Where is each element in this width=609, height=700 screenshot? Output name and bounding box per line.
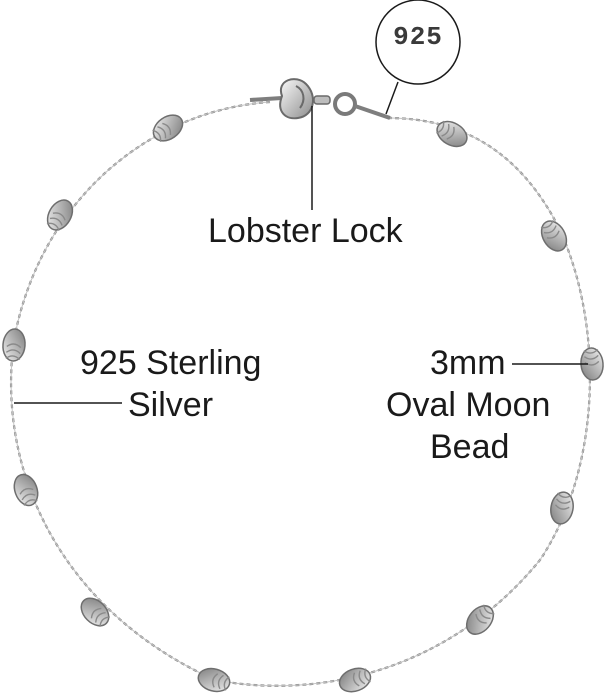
bead-label-line3: Bead <box>430 428 510 466</box>
oval-moon-bead <box>197 667 231 693</box>
oval-moon-bead <box>550 491 574 525</box>
sterling-silver-label-line2: Silver <box>128 386 214 424</box>
bead-label-line2: Oval Moon <box>386 386 551 424</box>
oval-moon-bead <box>80 597 110 627</box>
oval-moon-bead <box>540 220 568 252</box>
stamp-pointer-line <box>385 81 399 115</box>
sterling-silver-label-line1: 925 Sterling <box>80 344 262 382</box>
beads <box>2 114 604 693</box>
lobster-lock-label: Lobster Lock <box>208 212 403 250</box>
oval-moon-bead <box>46 199 74 231</box>
oval-moon-bead <box>152 114 184 142</box>
lobster-lock-clasp <box>249 78 391 120</box>
oval-moon-bead <box>465 604 495 635</box>
oval-moon-bead <box>580 347 604 381</box>
oval-moon-bead <box>13 473 39 507</box>
stamp-925-text: 925 <box>393 22 443 52</box>
oval-moon-bead <box>2 328 26 362</box>
oval-moon-bead <box>436 120 468 148</box>
bead-label-line1: 3mm <box>430 344 506 382</box>
stamp-magnifier <box>375 0 461 85</box>
oval-moon-bead <box>338 667 372 693</box>
